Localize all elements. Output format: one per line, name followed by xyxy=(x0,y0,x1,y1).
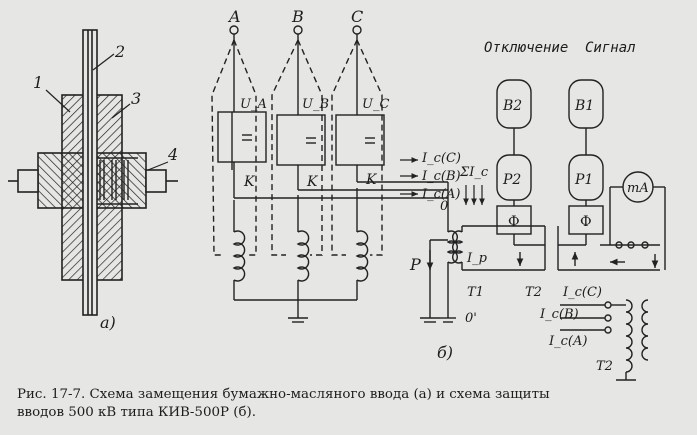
voltage-UA: U_A xyxy=(240,97,267,112)
sum-current-label: ΣI_c xyxy=(459,165,489,180)
relay-P1: Р1 xyxy=(574,172,593,188)
transformer-T1 xyxy=(420,200,545,323)
label-P: P xyxy=(409,255,421,274)
voltage-UB: U_B xyxy=(302,97,329,112)
callout-3: 3 xyxy=(131,89,141,108)
relay-chain xyxy=(496,79,666,271)
caption-line-1: Рис. 17-7. Схема замещения бумажно-масля… xyxy=(17,387,550,402)
phi-right: Ф xyxy=(580,214,592,230)
label-T2-lower: Т2 xyxy=(596,359,613,374)
right-current-Ic-A: I_c(A) xyxy=(548,334,587,349)
right-current-Ic-B: I_c(B) xyxy=(539,307,579,322)
current-arrows xyxy=(400,157,485,205)
transformer-T2 xyxy=(560,299,649,381)
part-b-label: б) xyxy=(437,343,453,362)
block-B2: В2 xyxy=(502,98,522,114)
block-B1: В1 xyxy=(574,98,594,114)
phase-label-B: B xyxy=(291,7,304,26)
callout-4: 4 xyxy=(167,145,178,164)
right-current-Ic-C: I_c(C) xyxy=(562,285,602,300)
callout-1: 1 xyxy=(33,73,43,92)
label-T2-upper: T2 xyxy=(525,285,542,300)
k-label-C: K xyxy=(365,172,378,188)
header-disconnect: Отключение xyxy=(484,40,568,56)
callout-leaders xyxy=(45,53,169,171)
relay-P2: Р2 xyxy=(502,172,521,188)
phase-label-C: C xyxy=(351,7,363,26)
voltage-UC: U_C xyxy=(362,97,389,112)
label-Ip: I_p xyxy=(466,251,488,266)
phi-left: Ф xyxy=(508,214,520,230)
current-label-Ic-B: I_c(B) xyxy=(421,169,461,184)
figure-caption: Рис. 17-7. Схема замещения бумажно-масля… xyxy=(17,386,687,422)
label-0-prime: 0' xyxy=(465,311,477,326)
header-signal: Сигнал xyxy=(585,40,636,56)
k-label-A: K xyxy=(243,174,256,190)
part-a-label: а) xyxy=(100,313,116,332)
bushing-cross-section xyxy=(8,29,178,316)
capacitor-group xyxy=(99,160,129,200)
phase-label-A: A xyxy=(227,7,241,26)
node-0-label: 0 xyxy=(440,199,448,214)
callout-2: 2 xyxy=(114,42,125,61)
k-label-B: K xyxy=(306,174,319,190)
label-T1: T1 xyxy=(467,285,484,300)
caption-line-2: вводов 500 кВ типа КИВ-500Р (б). xyxy=(17,405,257,420)
milliammeter: mA xyxy=(627,181,649,196)
phase-circuits xyxy=(211,25,449,323)
current-label-Ic-A: I_c(A) xyxy=(421,187,460,202)
current-label-Ic-C: I_c(C) xyxy=(421,151,461,166)
